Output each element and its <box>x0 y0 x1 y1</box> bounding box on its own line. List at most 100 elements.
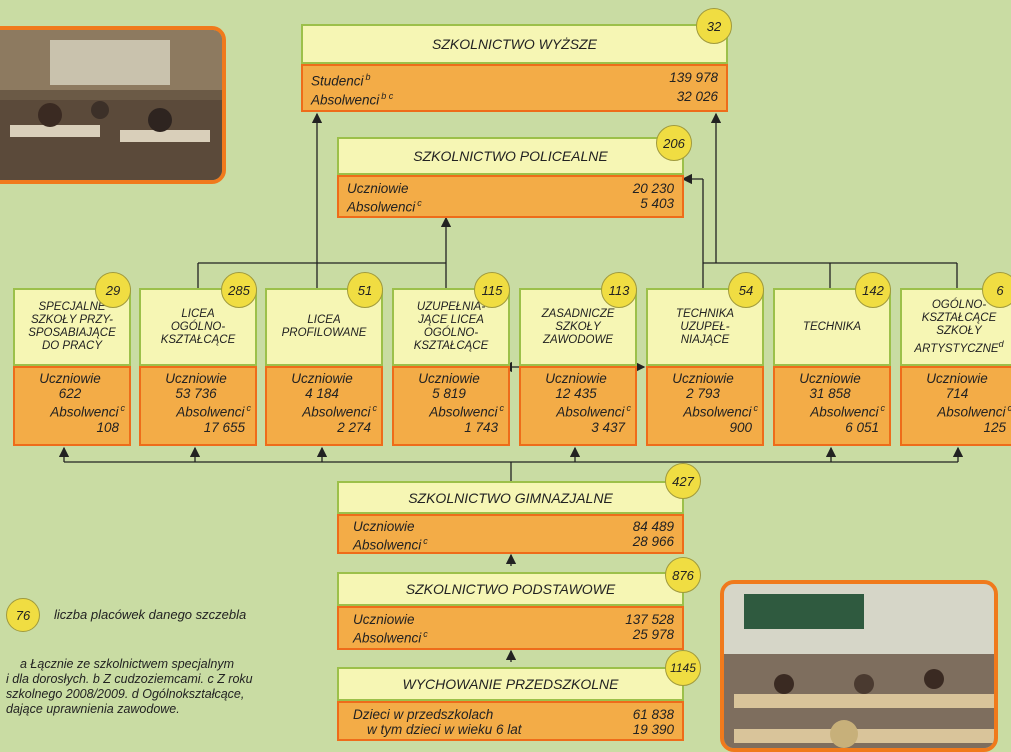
gim-r1-value: 84 489 <box>633 519 674 534</box>
secondary-data-7: Uczniowie714Absolwencic125 <box>900 366 1011 446</box>
post-r1-label: Uczniowie <box>347 181 409 196</box>
post-badge: 206 <box>656 125 692 161</box>
secondary-title-line: SPOSABIAJĄCE <box>28 327 116 340</box>
secondary-title-line: OGÓLNO- <box>414 327 489 340</box>
secondary-badge-6: 142 <box>855 272 891 308</box>
absolwenci-value: 3 437 <box>521 420 635 435</box>
uczniowie-value: 714 <box>902 386 1011 401</box>
pre-r1-value: 61 838 <box>633 707 674 722</box>
secondary-title-line: ZASADNICZE <box>542 308 615 321</box>
footnote-line-2: i dla dorosłych. b Z cudzoziemcami. c Z … <box>6 672 326 687</box>
uczniowie-label: Uczniowie <box>775 371 889 386</box>
prim-title: SZKOLNICTWO PODSTAWOWE <box>337 572 684 606</box>
gim-r1-label: Uczniowie <box>353 519 415 534</box>
absolwenci-sup: c <box>121 403 126 413</box>
absolwenci-text: Absolwenci <box>810 405 878 420</box>
uczniowie-value: 4 184 <box>267 386 381 401</box>
uczniowie-value: 5 819 <box>394 386 508 401</box>
higher-r1-value: 139 978 <box>669 70 718 89</box>
gim-r2-label: Absolwenci <box>353 538 421 553</box>
higher-r1-label: Studenci <box>311 74 364 89</box>
secondary-title-line: KSZTAŁCĄCE <box>161 334 236 347</box>
secondary-title-line: KSZTAŁCĄCE <box>914 312 1003 325</box>
secondary-title-lines: TECHNIKA <box>803 321 861 334</box>
gim-r2-value: 28 966 <box>633 534 674 553</box>
absolwenci-sup: c <box>881 403 886 413</box>
absolwenci-text: Absolwenci <box>556 405 624 420</box>
post-r2-sup: c <box>417 198 422 208</box>
higher-title-text: SZKOLNICTWO WYŻSZE <box>432 36 597 52</box>
higher-badge: 32 <box>696 8 732 44</box>
secondary-title-line: NIAJĄCE <box>676 334 734 347</box>
pre-badge: 1145 <box>665 650 701 686</box>
post-r2-label: Absolwenci <box>347 200 415 215</box>
absolwenci-text: Absolwenci <box>429 405 497 420</box>
post-r2-value: 5 403 <box>640 196 674 215</box>
absolwenci-sup: c <box>373 403 378 413</box>
secondary-title-line: UZUPEŁ- <box>676 321 734 334</box>
secondary-badge-7: 6 <box>982 272 1011 308</box>
absolwenci-value: 6 051 <box>775 420 889 435</box>
uczniowie-label: Uczniowie <box>394 371 508 386</box>
uczniowie-value: 53 736 <box>141 386 255 401</box>
pre-r1-label: Dzieci w przedszkolach <box>353 707 493 722</box>
secondary-title-line: KSZTAŁCĄCE <box>414 340 489 353</box>
uczniowie-label: Uczniowie <box>648 371 762 386</box>
secondary-badge-5: 54 <box>728 272 764 308</box>
uczniowie-value: 622 <box>15 386 129 401</box>
uczniowie-label: Uczniowie <box>141 371 255 386</box>
absolwenci-value: 900 <box>648 420 762 435</box>
footnote-line-3: szkolnego 2008/2009. d Ogólnokształcące, <box>6 687 326 702</box>
gim-title-text: SZKOLNICTWO GIMNAZJALNE <box>408 490 613 506</box>
classroom-photo-top <box>0 26 226 184</box>
secondary-title-line: SZKOŁY <box>542 321 615 334</box>
prim-r2-label: Absolwenci <box>353 631 421 646</box>
uczniowie-label: Uczniowie <box>15 371 129 386</box>
secondary-badge-3: 115 <box>474 272 510 308</box>
higher-r1-sup: b <box>366 72 371 82</box>
pre-title-text: WYCHOWANIE PRZEDSZKOLNE <box>403 676 619 692</box>
absolwenci-text: Absolwenci <box>302 405 370 420</box>
secondary-badge-1: 285 <box>221 272 257 308</box>
higher-title: SZKOLNICTWO WYŻSZE <box>301 24 728 64</box>
secondary-title-line: SZKOŁY <box>914 325 1003 338</box>
absolwenci-text: Absolwenci <box>683 405 751 420</box>
prim-r1-value: 137 528 <box>625 612 674 627</box>
legend-text: liczba placówek danego szczebla <box>54 607 246 622</box>
uczniowie-value: 31 858 <box>775 386 889 401</box>
secondary-title-line: SZKOŁY PRZY- <box>28 314 116 327</box>
secondary-title-line: TECHNIKA <box>676 308 734 321</box>
secondary-title-sup: d <box>999 339 1004 349</box>
higher-r2-label: Absolwenci <box>311 92 379 107</box>
secondary-title-line: PROFILOWANE <box>282 327 367 340</box>
absolwenci-value: 108 <box>15 420 129 435</box>
higher-r2-sup: b c <box>381 91 393 101</box>
gim-badge: 427 <box>665 463 701 499</box>
absolwenci-sup: c <box>500 403 505 413</box>
prim-badge: 876 <box>665 557 701 593</box>
prim-r2-value: 25 978 <box>633 627 674 646</box>
secondary-title-line: TECHNIKA <box>803 321 861 334</box>
pre-title: WYCHOWANIE PRZEDSZKOLNE <box>337 667 684 701</box>
absolwenci-sup: c <box>627 403 632 413</box>
absolwenci-text: Absolwenci <box>176 405 244 420</box>
